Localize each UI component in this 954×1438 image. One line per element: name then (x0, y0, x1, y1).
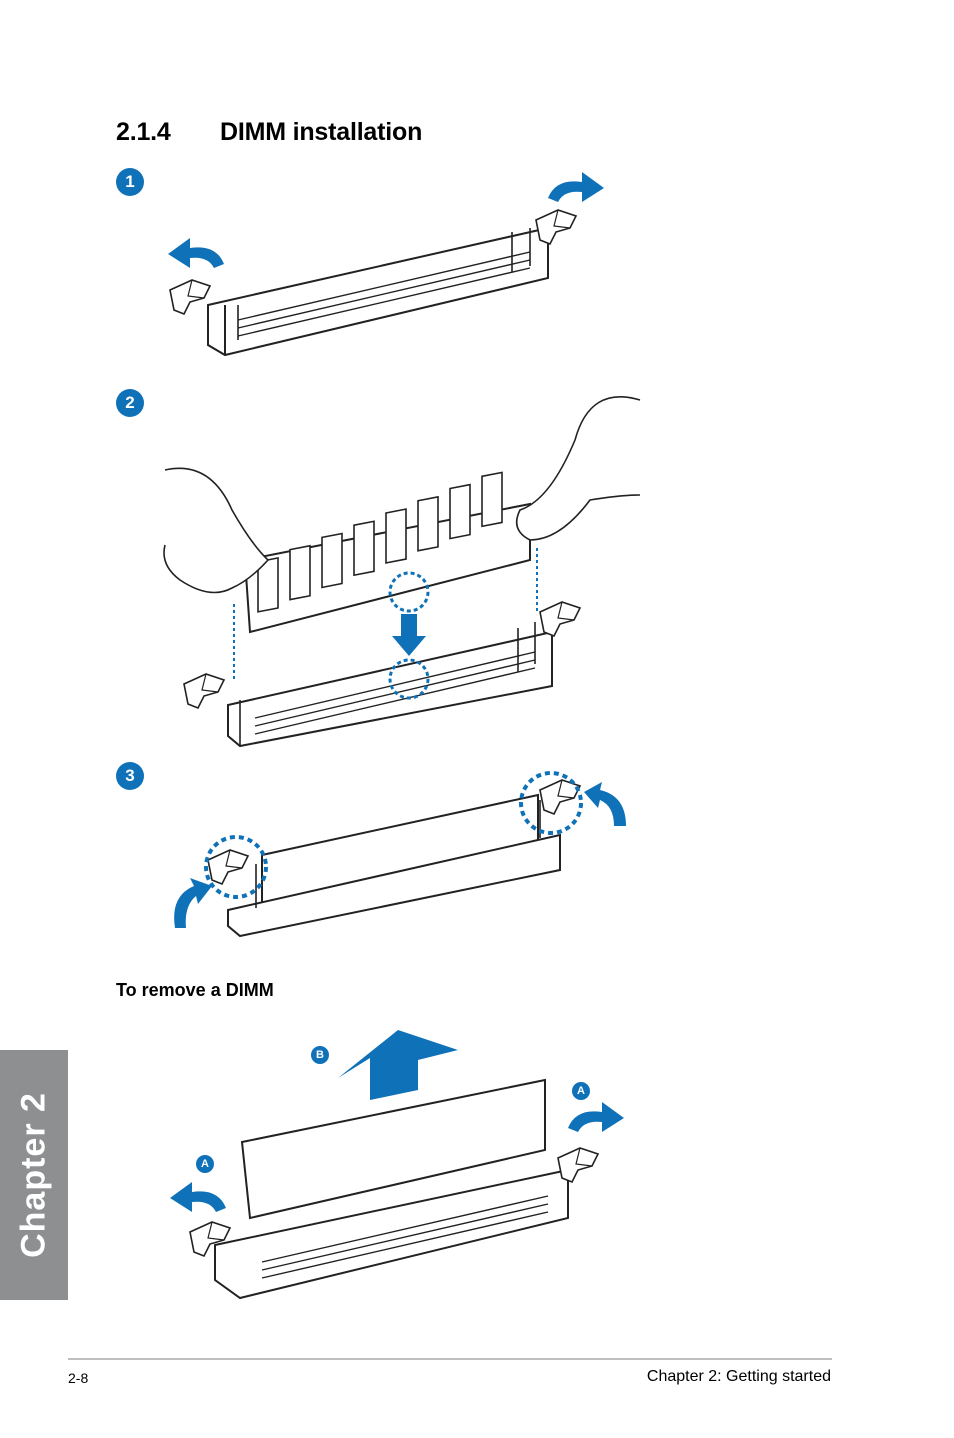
footer-divider (68, 1358, 832, 1360)
step3-locked (174, 771, 626, 938)
right-latch (557, 1147, 599, 1183)
release-right-label-badge: A (572, 1082, 590, 1100)
step2-insert (163, 396, 641, 748)
lift-up-arrow-icon (338, 1030, 458, 1100)
left-latch (207, 849, 249, 885)
close-left-arrow-icon (174, 878, 212, 928)
section-title: DIMM installation (220, 118, 423, 146)
step-1-badge: 1 (116, 168, 144, 196)
section-heading: 2.1.4 DIMM installation (116, 118, 422, 147)
right-latch (535, 209, 577, 245)
release-right-arrow-icon (568, 1102, 624, 1132)
chapter-side-tab-label: Chapter 2 (14, 1092, 53, 1258)
left-latch (183, 673, 225, 709)
release-left-arrow-icon (170, 1182, 226, 1212)
footer-chapter-title: Chapter 2: Getting started (646, 1368, 831, 1385)
release-left-label-badge: A (196, 1155, 214, 1173)
step-3-badge: 3 (116, 762, 144, 790)
insert-down-arrow-icon (392, 614, 426, 656)
step1-slot (168, 172, 604, 357)
left-latch (169, 279, 211, 315)
right-latch (539, 601, 581, 637)
close-right-arrow-icon (584, 782, 626, 826)
section-number: 2.1.4 (116, 118, 171, 146)
open-right-arrow-icon (548, 172, 604, 202)
right-hand-icon (515, 396, 641, 541)
open-left-arrow-icon (168, 238, 224, 268)
step-2-badge: 2 (116, 389, 144, 417)
page-number: 2-8 (68, 1370, 89, 1386)
remove-dimm-illustration (170, 1030, 624, 1300)
lift-label-badge: B (311, 1046, 329, 1064)
remove-heading: To remove a DIMM (116, 980, 274, 1000)
chapter-side-tab: Chapter 2 (0, 1050, 68, 1300)
right-latch (539, 779, 581, 815)
left-hand-icon (163, 467, 270, 594)
